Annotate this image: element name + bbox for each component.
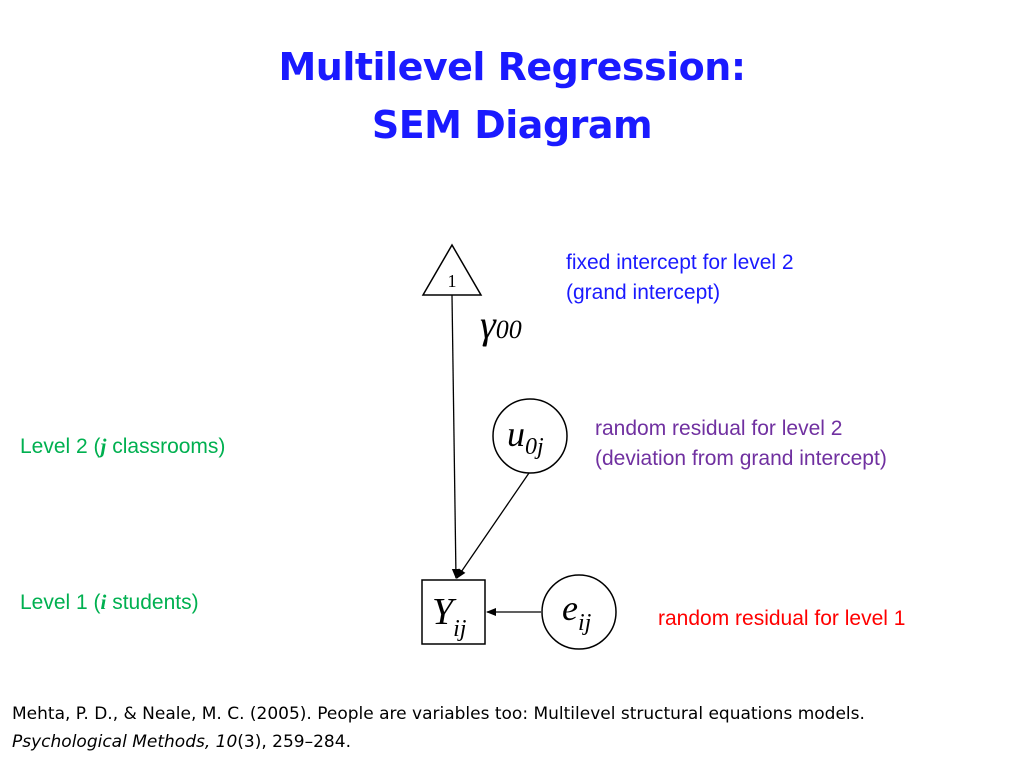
level2-note-line-1: random residual for level 2 [595,417,843,440]
citation-line-2: Psychological Methods, 10(3), 259–284. [12,728,865,756]
yij-label: Yij [432,591,467,642]
fixed-note-line-1: fixed intercept for level 2 [566,251,794,274]
gamma-subscript: 00 [496,315,522,344]
fixed-intercept-note: fixed intercept for level 2 (grand inter… [566,248,794,308]
fixed-note-line-2: (grand intercept) [566,281,721,304]
constant-label: 1 [448,271,457,291]
level2-index: j [100,434,107,458]
citation-issue-pages: (3), 259–284. [237,732,351,752]
u-symbol: u [507,414,525,454]
eij-circle [541,574,617,650]
citation-journal: Psychological Methods, 10 [12,732,238,752]
y-symbol: Y [432,591,457,633]
gamma-symbol: γ [480,302,497,347]
level1-label: Level 1 (i students) [20,587,199,618]
level1-residual-note: random residual for level 1 [658,607,906,630]
e-symbol: e [562,588,578,628]
e-subscript: ij [578,610,592,636]
level1-index: i [100,590,107,614]
level2-label: Level 2 (j classrooms) [20,431,225,462]
level1-prefix: Level 1 ( [20,591,101,614]
gamma-label: γ00 [480,302,522,347]
slide-title: Multilevel Regression: SEM Diagram [0,38,1024,154]
level1-suffix: students) [106,591,199,614]
level2-residual-note: random residual for level 2 (deviation f… [595,414,887,474]
u0j-label: u0j [507,414,544,460]
path-gamma-to-y [451,294,460,579]
title-line-2: SEM Diagram [371,103,653,147]
citation: Mehta, P. D., & Neale, M. C. (2005). Peo… [12,700,865,756]
title-line-1: Multilevel Regression: [278,45,746,89]
path-u-to-y [456,472,530,579]
u0j-circle [492,398,568,474]
yij-box [421,579,486,645]
citation-line-1: Mehta, P. D., & Neale, M. C. (2005). Peo… [12,704,865,724]
level2-suffix: classrooms) [106,435,226,458]
level2-prefix: Level 2 ( [20,435,101,458]
level2-note-line-2: (deviation from grand intercept) [595,447,887,470]
y-subscript: ij [453,616,467,642]
u-subscript: 0j [525,434,544,460]
eij-label: eij [562,588,592,636]
